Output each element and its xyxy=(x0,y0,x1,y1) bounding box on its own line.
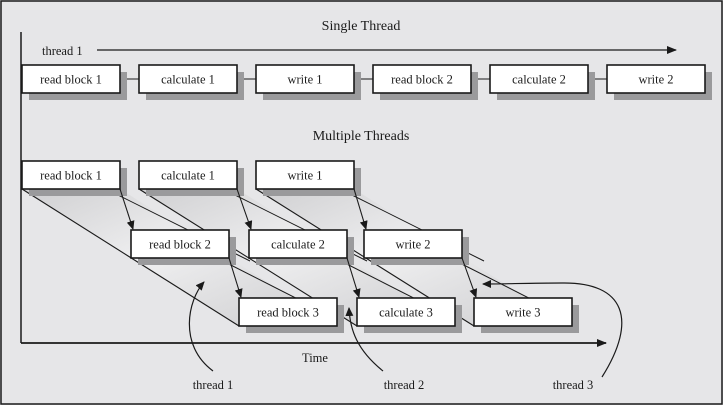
single-thread-steps: read block 1 calculate 1 write 1 read block… xyxy=(21,64,712,100)
box-frame xyxy=(21,160,121,190)
box-frame xyxy=(21,64,121,94)
box-frame xyxy=(255,160,355,190)
box-label: read block 1 xyxy=(40,169,102,183)
single-step-box: write 2 xyxy=(606,64,712,100)
thread-2-label: thread 2 xyxy=(384,378,425,392)
box-frame xyxy=(356,297,456,327)
box-label: write 2 xyxy=(395,238,430,252)
thread-1-pointer xyxy=(188,281,214,372)
box-frame xyxy=(238,297,338,327)
handoff-arrow xyxy=(353,188,368,230)
handoff-arrow xyxy=(228,257,243,298)
box-frame xyxy=(473,297,573,327)
box-label: read block 2 xyxy=(149,238,211,252)
multi-step-box: write 1 xyxy=(255,160,361,196)
box-label: calculate 1 xyxy=(161,73,215,87)
time-axis-label: Time xyxy=(302,351,328,365)
thread-3-pointer xyxy=(482,279,623,378)
box-frame xyxy=(255,64,355,94)
multi-step-box: read block 2 xyxy=(130,229,236,265)
box-label: write 1 xyxy=(287,169,322,183)
single-step-box: read block 2 xyxy=(372,64,478,100)
box-frame xyxy=(606,64,706,94)
box-frame xyxy=(248,229,348,259)
box-label: calculate 2 xyxy=(512,73,566,87)
box-frame xyxy=(363,229,463,259)
box-frame xyxy=(138,64,238,94)
pipeline-arrows xyxy=(119,188,478,298)
box-frame xyxy=(130,229,230,259)
box-label: calculate 2 xyxy=(271,238,325,252)
multi-step-box: calculate 3 xyxy=(356,297,462,333)
box-frame xyxy=(138,160,238,190)
multi-step-box: calculate 1 xyxy=(138,160,244,196)
handoff-arrow xyxy=(461,257,478,298)
thread-2-pointer xyxy=(345,307,384,372)
box-label: read block 3 xyxy=(257,306,319,320)
box-label: read block 2 xyxy=(391,73,453,87)
multi-step-box: calculate 2 xyxy=(248,229,354,265)
handoff-arrow xyxy=(236,188,253,230)
single-step-box: calculate 2 xyxy=(489,64,595,100)
multi-step-box: read block 3 xyxy=(238,297,344,333)
single-thread-title: Single Thread xyxy=(322,19,401,34)
single-step-box: calculate 1 xyxy=(138,64,244,100)
multi-step-box: read block 1 xyxy=(21,160,127,196)
box-label: calculate 3 xyxy=(379,306,433,320)
box-label: write 3 xyxy=(505,306,540,320)
box-frame xyxy=(489,64,589,94)
box-label: read block 1 xyxy=(40,73,102,87)
multi-step-box: write 3 xyxy=(473,297,579,333)
thread-1-label: thread 1 xyxy=(193,378,234,392)
single-thread-label: thread 1 xyxy=(42,44,83,58)
multi-step-box: write 2 xyxy=(363,229,469,265)
single-step-box: read block 1 xyxy=(21,64,127,100)
box-label: write 1 xyxy=(287,73,322,87)
multiple-threads-title: Multiple Threads xyxy=(313,129,410,144)
box-label: write 2 xyxy=(638,73,673,87)
handoff-arrow xyxy=(346,257,361,298)
multi-thread-steps: read block 1 calculate 1 write 1 read block… xyxy=(21,160,579,333)
single-step-box: write 1 xyxy=(255,64,361,100)
thread-3-label: thread 3 xyxy=(553,378,594,392)
box-frame xyxy=(372,64,472,94)
box-label: calculate 1 xyxy=(161,169,215,183)
handoff-arrow xyxy=(119,188,135,230)
